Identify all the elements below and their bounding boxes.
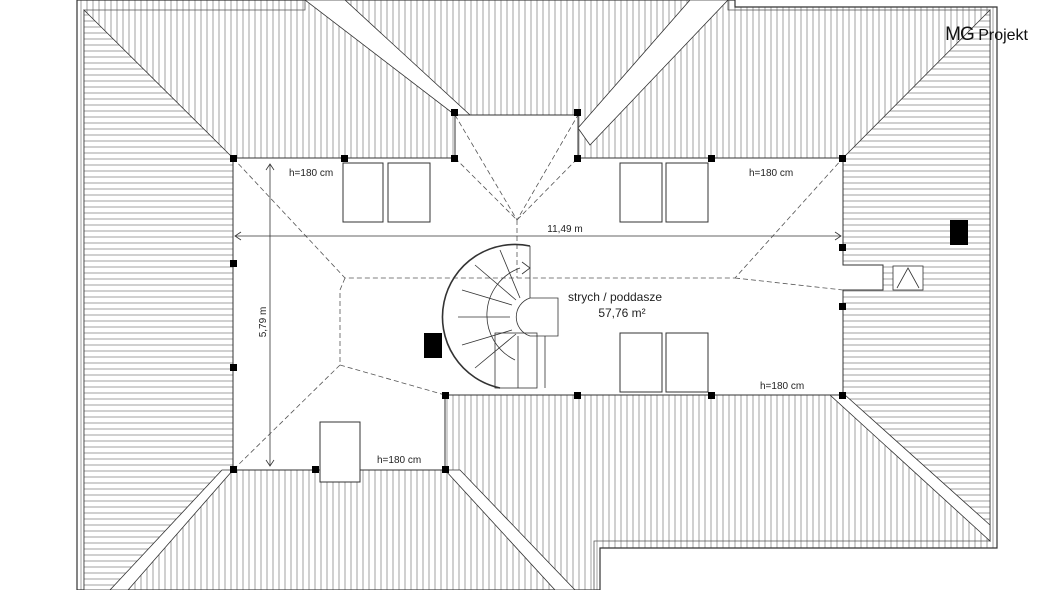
ridge-dashed-lines [232, 114, 844, 471]
width-dimension-label: 11,49 m [547, 224, 582, 235]
chimney [950, 220, 968, 245]
height-label: h=180 cm [289, 168, 333, 179]
room-area: 57,76 m² [598, 306, 645, 320]
height-label: h=180 cm [377, 455, 421, 466]
skylights [319, 162, 709, 483]
logo-name: Projekt [978, 27, 1028, 44]
posts [230, 109, 846, 473]
height-label: h=180 cm [749, 168, 793, 179]
depth-dimension-label: 5,79 m [258, 307, 269, 338]
dimension-lines [234, 163, 842, 467]
spiral-staircase[interactable] [441, 243, 559, 389]
hip-lines [109, 0, 991, 590]
logo: MG Projekt [945, 24, 1028, 46]
height-label: h=180 cm [760, 381, 804, 392]
roof-hatch-window [892, 265, 924, 291]
chimney [424, 333, 442, 358]
room-name: strych / poddasze [568, 290, 662, 304]
logo-brand: MG [945, 24, 975, 45]
